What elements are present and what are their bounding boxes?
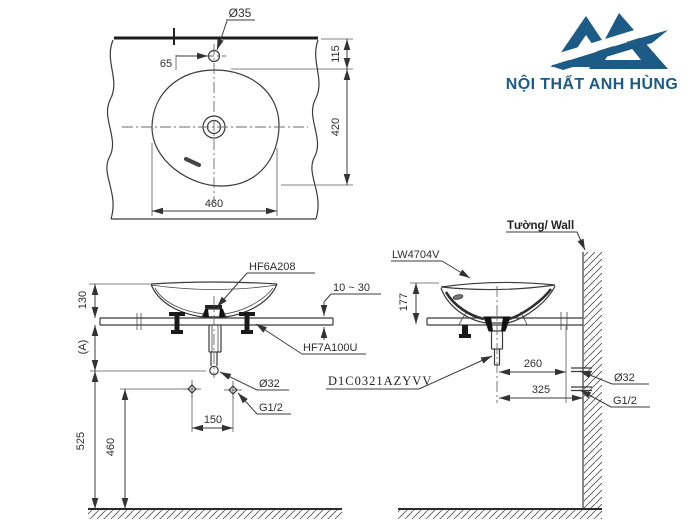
side-basin-model-label: LW4704V (392, 249, 440, 261)
plan-dim-420-label: 420 (330, 118, 342, 136)
front-drain-model-leader (216, 272, 248, 308)
front-thickness-label: 10 ~ 30 (333, 282, 370, 294)
logo-monogram-icon (546, 13, 668, 70)
side-supply-thread-leader (579, 389, 612, 408)
front-drain-assembly (201, 305, 227, 376)
front-dim-130-label: 130 (77, 291, 89, 309)
plan-basin-outline (151, 69, 280, 187)
side-bowl-shell-thick-right (508, 288, 553, 321)
plan-break-line-left (106, 39, 115, 220)
plan-break-line-right (311, 39, 320, 220)
side-floor-hatch (398, 510, 602, 519)
front-drain-model-label: HF6A208 (249, 261, 295, 273)
side-bowl-shell (440, 285, 556, 324)
logo-brand-text: NỘI THẤT ANH HÙNG (506, 74, 678, 93)
plan-hole-dia-leader (216, 20, 228, 51)
front-dim-150-label: 150 (204, 414, 222, 426)
plan-hole-offset-label: 65 (160, 58, 172, 70)
front-drain-dia-label: Ø32 (259, 378, 280, 390)
front-dim-a-label: (A) (77, 340, 89, 355)
front-fixing-leader (255, 323, 303, 355)
brand-logo: NỘI THẤT ANH HÙNG (506, 13, 678, 93)
plan-dim-115-label: 115 (330, 45, 342, 63)
side-dim-177-label: 177 (398, 293, 410, 311)
plan-view: Ø35 65 115 420 460 (106, 6, 353, 220)
side-bowl-foot (458, 311, 528, 326)
front-supply-thread-leader (237, 392, 258, 415)
front-thickness-connector (323, 293, 332, 303)
front-dim-460-label: 460 (105, 438, 117, 456)
side-clamp (459, 325, 471, 338)
front-supply-thread-label: G1/2 (259, 402, 283, 414)
side-drain-dia-label: Ø32 (614, 372, 635, 384)
front-dim-525-label: 525 (75, 432, 87, 450)
side-drain-code-label: D1C0321AZYVV (328, 374, 432, 388)
side-drain-dia-leader (579, 370, 613, 385)
front-bowl-shell-inner (154, 287, 274, 315)
side-wall-leader (576, 231, 586, 251)
plan-dim-460-label: 460 (205, 198, 223, 210)
front-clamp-right (239, 312, 255, 334)
front-floor-hatch (88, 510, 342, 519)
side-dim-325-label: 325 (532, 384, 550, 396)
front-bowl-rim-inner (150, 284, 278, 290)
side-view: Tường/ Wall LW4704V (326, 220, 650, 519)
side-wall-label: Tường/ Wall (507, 220, 574, 232)
side-dim-260-label: 260 (524, 358, 542, 370)
side-supply-thread-label: G1/2 (613, 395, 637, 407)
side-overflow-slot (452, 294, 464, 300)
side-bowl-rim (440, 281, 556, 291)
front-clamp-left (169, 312, 185, 334)
front-fixing-model-label: HF7A100U (303, 342, 357, 354)
side-basin-model-leader (441, 260, 471, 279)
plan-hole-dia-label: Ø35 (229, 6, 252, 20)
plan-overflow-slot (184, 157, 201, 167)
side-wall-hatch (584, 252, 602, 509)
front-bowl-rim-top (150, 281, 278, 285)
side-drain-code-leader (418, 355, 493, 390)
front-view: HF6A208 10 ~ 30 HF7A100U Ø32 G1/2 130 (A… (75, 261, 381, 519)
front-drain-dia-leader (219, 371, 258, 391)
